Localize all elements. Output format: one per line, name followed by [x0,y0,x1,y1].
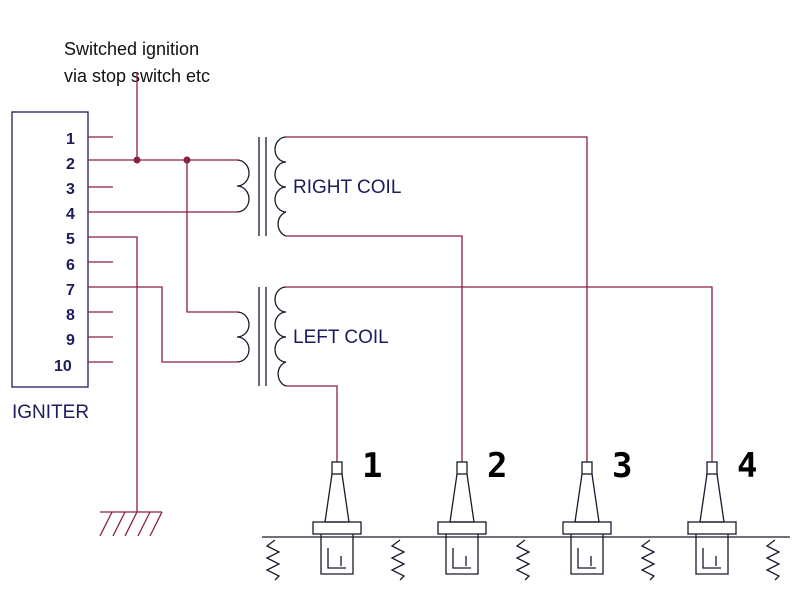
junction-dot-1 [133,156,141,164]
igniter-pin-stubs [88,136,113,363]
igniter-box [11,111,89,388]
left-coil-secondary [274,286,713,462]
pin-label-4: 4 [66,206,75,223]
spark-plug-number-1: 1 [362,446,382,486]
pin-label-8: 8 [66,307,75,324]
spark-plug-number-4: 4 [737,446,757,486]
left-coil-label: LEFT COIL [293,327,389,348]
pin-label-3: 3 [66,181,75,198]
pin-label-6: 6 [66,257,75,274]
igniter-pin-labels: 1 2 3 4 5 6 7 8 9 10 [54,131,75,375]
ignition-feed-wire [88,72,237,313]
spark-plug-1 [312,461,362,575]
spark-plug-2 [437,461,487,575]
spark-plug-3 [562,461,612,575]
right-coil-secondary [274,136,588,462]
igniter-label: IGNITER [12,402,89,423]
left-coil-primary [88,286,267,386]
right-coil-primary [88,137,267,236]
engine-ground-line [262,536,790,581]
pin-label-2: 2 [66,156,75,173]
pin-label-5: 5 [66,231,75,248]
spark-plug-4 [687,461,737,575]
pin-label-1: 1 [66,131,75,148]
pin-label-7: 7 [66,282,75,299]
spark-plug-number-2: 2 [487,446,507,486]
pin-label-9: 9 [66,332,75,349]
pin-label-10: 10 [54,358,72,375]
right-coil-label: RIGHT COIL [293,177,401,198]
spark-plug-number-3: 3 [612,446,632,486]
switched-ignition-note-line1: Switched ignition [64,39,199,59]
ground-wire [88,236,163,537]
